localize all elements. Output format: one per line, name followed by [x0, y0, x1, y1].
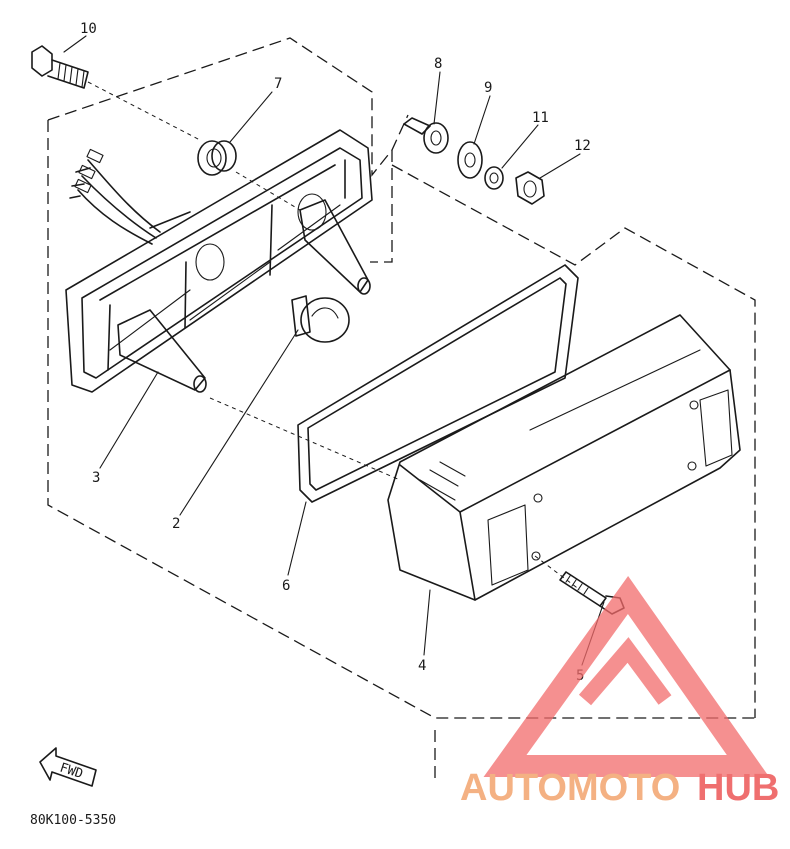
label-12: 12	[574, 138, 591, 154]
label-7: 7	[274, 76, 282, 92]
label-8: 8	[434, 56, 442, 72]
label-3: 3	[92, 470, 100, 486]
bolt-10	[31, 45, 89, 89]
watermark-text-automoto: AUTOMOTO	[460, 767, 680, 809]
watermark-logo	[483, 576, 770, 777]
spring-washer-11	[484, 166, 504, 190]
washer-9	[457, 141, 483, 179]
label-10: 10	[80, 21, 97, 37]
label-2: 2	[172, 516, 180, 532]
label-9: 9	[484, 80, 492, 96]
assembly-axes	[87, 81, 581, 591]
collar-8	[403, 117, 449, 154]
label-6: 6	[282, 578, 290, 594]
part-labels: 10 7 8 9 11 12 3 2 6 4 5	[80, 21, 591, 684]
leader-lines	[63, 35, 605, 666]
fwd-arrow-icon: FWD	[39, 747, 97, 787]
lamp-housing-3	[65, 129, 373, 393]
lens-4	[387, 314, 741, 601]
gasket-6	[297, 264, 579, 503]
label-4: 4	[418, 658, 426, 674]
watermark-text-hub: HUB	[697, 767, 779, 809]
bulb-2	[291, 295, 350, 343]
assembly-boundary	[47, 37, 756, 782]
grommet-7	[197, 140, 237, 176]
label-11: 11	[532, 110, 549, 126]
fwd-label: FWD	[58, 761, 85, 783]
drawing-code: 80K100-5350	[30, 813, 116, 828]
nut-12	[515, 171, 545, 205]
